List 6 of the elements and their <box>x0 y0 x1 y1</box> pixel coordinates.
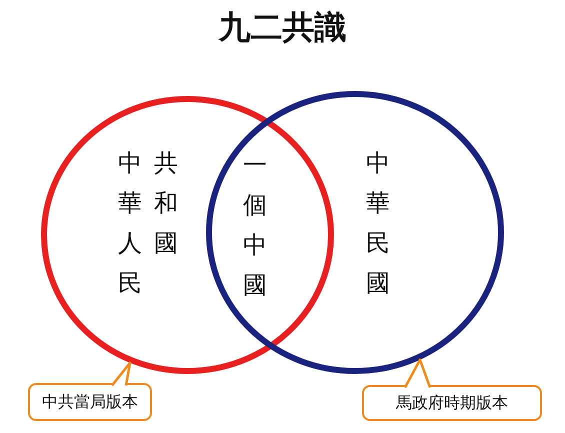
circle-text: 中華人民共和國 <box>118 148 178 299</box>
callout-tail <box>404 358 432 389</box>
title: 九二共識 <box>217 7 348 48</box>
callout-tail <box>110 362 132 387</box>
overlap-text: 一個中國 <box>243 150 267 301</box>
circle-text: 中華民國 <box>366 148 390 299</box>
